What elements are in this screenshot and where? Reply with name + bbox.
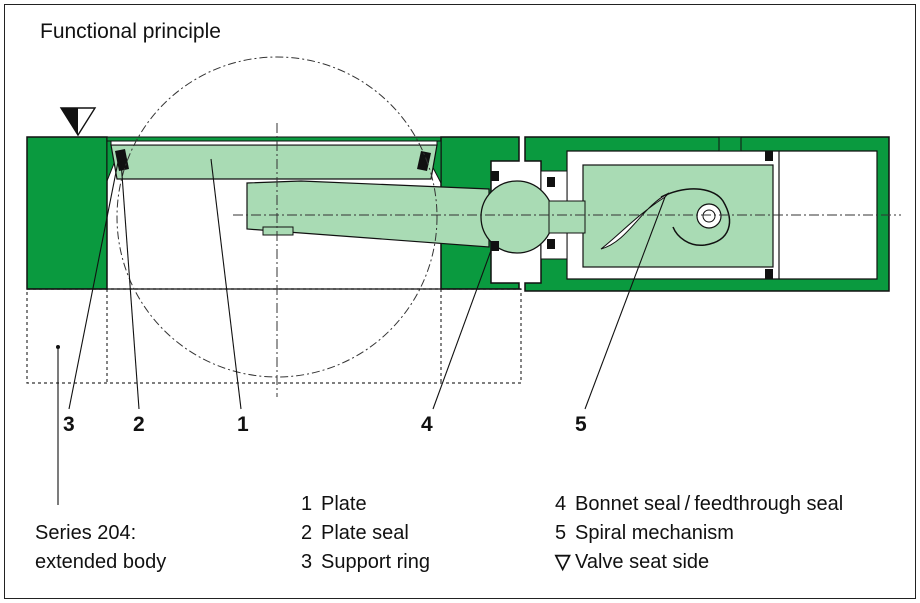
legend-label: Plate xyxy=(321,493,367,515)
top-port xyxy=(718,136,742,152)
piston-seal-top xyxy=(765,151,773,161)
legend-label: Support ring xyxy=(321,551,430,573)
legend-item: ▽Valve seat side xyxy=(555,548,843,577)
spiral-carriage xyxy=(582,164,774,268)
plate-top-line xyxy=(110,140,438,146)
plate-seal-left xyxy=(115,149,129,171)
spiral-curve xyxy=(660,188,731,246)
spiral-pivot-inner xyxy=(702,209,716,223)
legend-label: Plate seal xyxy=(321,522,409,544)
spiral-cam-slot xyxy=(600,192,670,250)
arm-foot xyxy=(262,226,294,236)
valve-cross-section xyxy=(26,56,901,505)
feedthrough-shaft xyxy=(548,200,586,234)
leader-3 xyxy=(68,156,120,410)
piston-seal-bottom xyxy=(765,269,773,279)
bonnet-seal-top xyxy=(491,171,499,181)
feedthrough-seal-bottom xyxy=(547,239,555,249)
callout-5: 5 xyxy=(575,413,587,436)
series-note-line-1: Series 204: xyxy=(35,522,137,544)
callout-2: 2 xyxy=(133,413,145,436)
plate-arm xyxy=(246,180,490,248)
series-note: Series 204: extended body xyxy=(35,519,166,577)
callout-1: 1 xyxy=(237,413,249,436)
leader-2 xyxy=(120,160,140,410)
plate xyxy=(110,144,438,180)
valve-seat-side-symbol-fill xyxy=(61,108,78,135)
leader-1 xyxy=(210,158,242,410)
legend-label: Valve seat side xyxy=(575,551,710,573)
spiral-pivot-outer xyxy=(696,203,722,229)
diagram-title: Functional principle xyxy=(40,20,221,43)
valve-body-top-strip xyxy=(106,136,442,142)
valve-body-left xyxy=(26,136,108,290)
extended-body-outline xyxy=(26,288,522,384)
extended-body-dot xyxy=(56,345,60,349)
callout-3: 3 xyxy=(63,413,75,436)
plate-seal-right xyxy=(417,151,431,171)
valve-seat-side-icon: ▽ xyxy=(555,551,571,573)
legend-label: Bonnet seal / feedthrough seal xyxy=(575,493,844,515)
callout-4: 4 xyxy=(421,413,433,436)
bonnet-seal-bottom xyxy=(491,241,499,251)
legend-label: Spiral mechanism xyxy=(575,522,734,544)
leader-5 xyxy=(584,196,666,410)
feedthrough-seal-top xyxy=(547,177,555,187)
series-note-line-2: extended body xyxy=(35,551,167,573)
leader-4 xyxy=(432,244,494,410)
